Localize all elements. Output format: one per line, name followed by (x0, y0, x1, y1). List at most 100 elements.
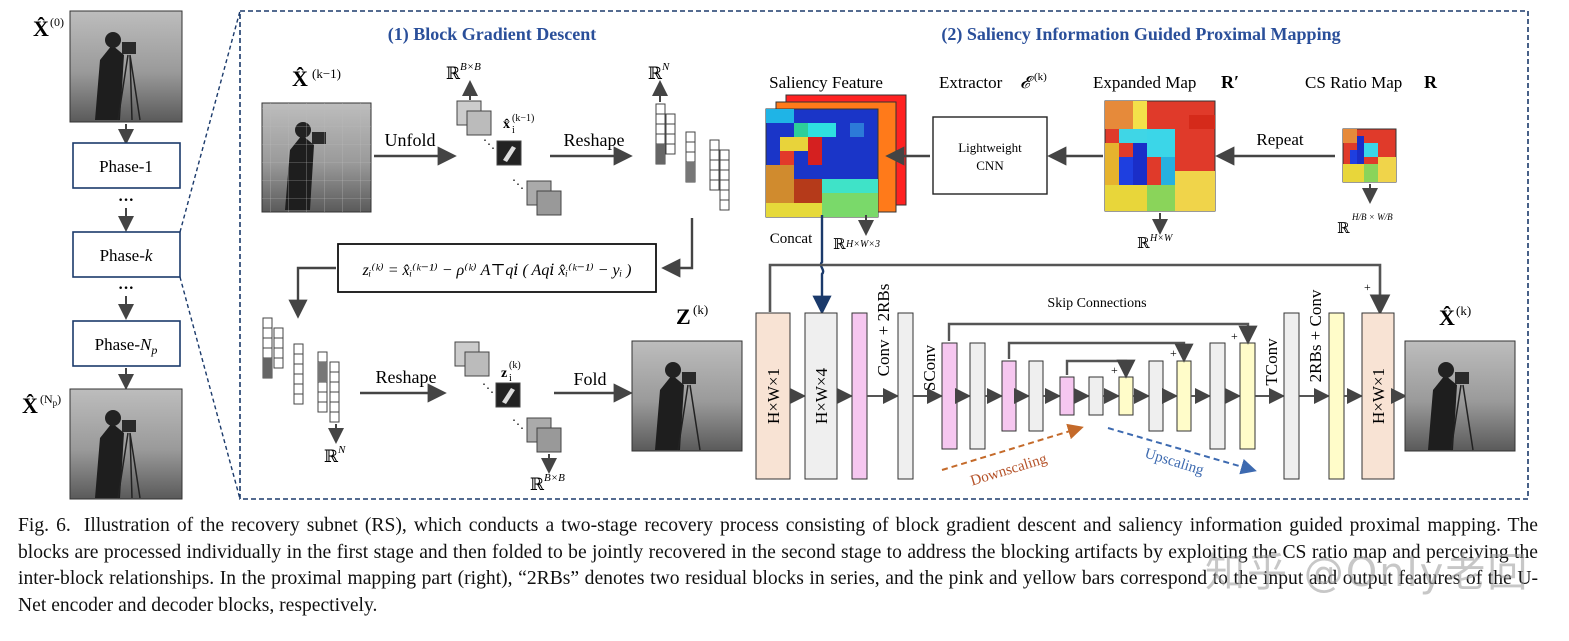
reshape-top-label: Reshape (564, 130, 625, 150)
zk-label: Z (676, 304, 691, 329)
column-vectors-bottom (262, 317, 340, 423)
caption-label: Fig. 6. (18, 515, 71, 536)
lightweight-cnn-box (932, 116, 1048, 195)
cameraman-image-bottom (69, 388, 183, 500)
saliency-feature-label: Saliency Feature (769, 73, 883, 92)
stage2-title: (2) Saliency Information Guided Proximal… (941, 24, 1340, 45)
rbb-top: ℝ (446, 64, 461, 83)
phase-k-box (72, 231, 181, 278)
unet-bars: H×W×1 H×W×4 Conv + 2RBs SConv (755, 284, 1407, 480)
output-xk-label: X̂ (1439, 305, 1455, 330)
expanded-map-symbol: R′ (1221, 72, 1239, 92)
xi-label: x̂ (503, 117, 510, 132)
unfolded-blocks-top: ⋱ ⋱ (456, 100, 562, 216)
gradient-equation: zᵢ⁽ᵏ⁾ = x̂ᵢ⁽ᵏ⁻¹⁾ − ρ⁽ᵏ⁾ A⊤q𝑖 ( Aq𝑖 x̂ᵢ⁽ᵏ… (362, 262, 632, 279)
cnn-line1: Lightweight (958, 140, 1022, 155)
cameraman-image-top (69, 10, 183, 123)
rn-top: ℝ (648, 64, 663, 83)
upscaling-label: Upscaling (1143, 446, 1206, 479)
rbb-bottom: ℝ (530, 475, 545, 494)
tconv-label: TConv (1262, 338, 1281, 386)
cs-ratio-map-label: CS Ratio Map (1305, 73, 1402, 92)
phase-k-text: Phase-k (100, 246, 153, 265)
stage1-title: (1) Block Gradient Descent (388, 24, 596, 45)
hw1-left-label: H×W×1 (764, 368, 783, 424)
watermark: 知乎 @Only老回 (1205, 550, 1530, 596)
rbb-top-sup: B×B (460, 61, 481, 73)
svg-text:+: + (1170, 346, 1177, 360)
phase-1-label: Phase-1 (99, 157, 153, 176)
zk-sup: (k) (693, 302, 708, 317)
rbb-bottom-sup: B×B (544, 472, 565, 484)
rhw: ℝ (1137, 236, 1150, 252)
stage-2-proximal-mapping: (2) Saliency Information Guided Proximal… (755, 24, 1516, 490)
x-k-minus-1-label: X̂ (292, 66, 308, 91)
rn-bottom-sup: N (337, 444, 346, 456)
bar-output-hw1 (1361, 312, 1395, 480)
extractor-label: Extractor (939, 73, 1003, 92)
skip-connections-label: Skip Connections (1047, 296, 1146, 311)
column-vectors-top (655, 103, 730, 211)
svg-text:⋱: ⋱ (483, 137, 495, 151)
phase-np-text: Phase-Np (95, 335, 158, 357)
output-xnp-sup: (Np) (40, 392, 61, 408)
folded-image-zk (631, 340, 743, 452)
bar-hw4 (804, 312, 838, 480)
phase-k-detail-frame (239, 10, 1529, 500)
saliency-feature-maps (765, 94, 907, 218)
cs-ratio-symbol: R (1424, 72, 1438, 92)
bar-tconv-out (1283, 312, 1300, 480)
downscaling-label: Downscaling (969, 451, 1050, 490)
rn-bottom: ℝ (324, 447, 339, 466)
zi-sup: (k) (509, 360, 521, 371)
rbs-conv-label: 2RBs + Conv (1306, 289, 1325, 382)
input-image-gridded (261, 102, 372, 213)
bar-yellow-final (1328, 312, 1345, 480)
rhw3: ℝ (833, 237, 846, 253)
sconv-label: SConv (920, 344, 939, 391)
input-x0-sup: (0) (50, 15, 64, 29)
output-image-xk (1404, 340, 1516, 452)
zi-sub: i (509, 373, 512, 384)
figure-diagram: X̂ (0) Phase-1 ··· Phase-k ··· Phase-Np … (22, 10, 1529, 500)
extractor-sup: (k) (1034, 71, 1047, 83)
output-xk-sup: (k) (1456, 303, 1471, 318)
rhbwb-sup: H/B × W/B (1351, 212, 1393, 222)
xi-sup: (k−1) (512, 113, 534, 124)
rhw-sup: H×W (1149, 233, 1174, 244)
bar-conv-out (897, 312, 914, 480)
unfold-label: Unfold (385, 130, 436, 150)
skip-connections: Skip Connections + + + (947, 296, 1258, 379)
dots-1: ··· (118, 192, 134, 209)
stage-1-block-gradient-descent: (1) Block Gradient Descent X̂ (k−1) Unfo… (261, 24, 743, 494)
output-xnp-label: X̂ (22, 393, 38, 418)
xi-sub: i (512, 125, 515, 136)
figure-caption: Fig. 6. Illustration of the recovery sub… (18, 513, 1538, 619)
dots-2: ··· (118, 280, 134, 297)
repeat-label: Repeat (1256, 130, 1303, 149)
expanded-map (1104, 100, 1216, 212)
svg-text:⋱: ⋱ (512, 177, 524, 191)
cs-ratio-map (1342, 128, 1397, 183)
rn-top-sup: N (661, 61, 670, 73)
expanded-map-label: Expanded Map (1093, 73, 1196, 92)
input-x0-label: X̂ (33, 16, 49, 41)
reshape-bottom-label: Reshape (376, 367, 437, 387)
cnn-line2: CNN (976, 158, 1004, 173)
fold-label: Fold (573, 369, 606, 389)
rhw3-sup: H×W×3 (845, 239, 880, 250)
x-k-minus-1-sup: (k−1) (312, 66, 341, 81)
concat-label: Concat (770, 231, 813, 247)
hw1-right-label: H×W×1 (1369, 368, 1388, 424)
caption-text: Illustration of the recovery subnet (RS)… (18, 515, 1538, 616)
svg-text:+: + (1231, 329, 1238, 343)
hw4-label: H×W×4 (812, 368, 831, 424)
left-column: X̂ (0) Phase-1 ··· Phase-k ··· Phase-Np … (22, 10, 183, 500)
rhbwb: ℝ (1337, 221, 1350, 237)
gradient-equation-box (337, 243, 657, 293)
conv-2rbs-label: Conv + 2RBs (874, 284, 893, 377)
svg-text:⋱: ⋱ (482, 381, 494, 395)
svg-text:⋱: ⋱ (512, 417, 524, 431)
svg-text:+: + (1111, 363, 1118, 377)
plus-residual: + (1364, 280, 1371, 294)
